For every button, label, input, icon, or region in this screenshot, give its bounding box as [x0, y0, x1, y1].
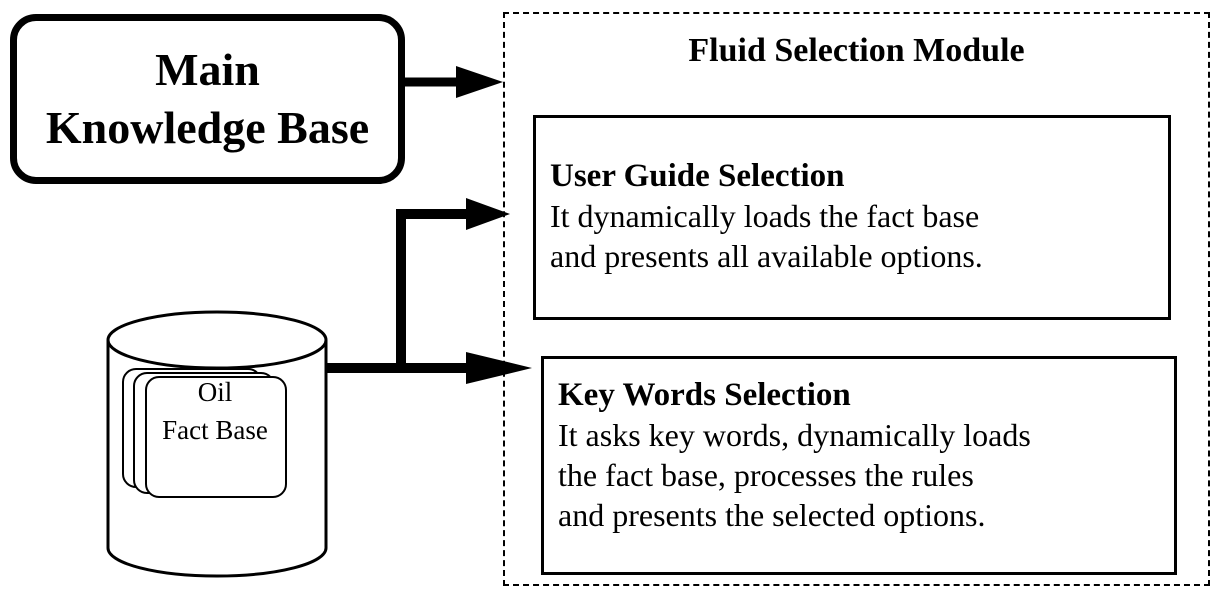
- fact-base-line2: Fact Base: [162, 415, 268, 445]
- key-words-title: Key Words Selection: [558, 377, 851, 413]
- fact-page-front: [145, 376, 287, 498]
- fact-base-line1: Oil: [197, 377, 233, 407]
- fact-base-label: Oil Fact Base: [145, 373, 285, 449]
- key-words-line: the fact base, processes the rules: [558, 457, 974, 493]
- user-guide-line: and presents all available options.: [550, 238, 983, 274]
- user-guide-selection-box: User Guide Selection It dynamically load…: [533, 115, 1171, 320]
- key-words-line: It asks key words, dynamically loads: [558, 417, 1031, 453]
- user-guide-title: User Guide Selection: [550, 158, 845, 194]
- main-kb-line1: Main: [155, 44, 260, 95]
- main-kb-line2: Knowledge Base: [45, 102, 370, 153]
- user-guide-line: It dynamically loads the fact base: [550, 198, 980, 234]
- main-knowledge-base-box: Main Knowledge Base: [10, 14, 405, 184]
- key-words-line: and presents the selected options.: [558, 497, 986, 533]
- key-words-selection-box: Key Words Selection It asks key words, d…: [541, 356, 1177, 575]
- arrow-main-to-module: [405, 66, 503, 98]
- module-title: Fluid Selection Module: [688, 32, 1025, 69]
- fluid-selection-module-boundary: [503, 12, 1210, 586]
- arrow-fact-base-to-options: [326, 198, 532, 384]
